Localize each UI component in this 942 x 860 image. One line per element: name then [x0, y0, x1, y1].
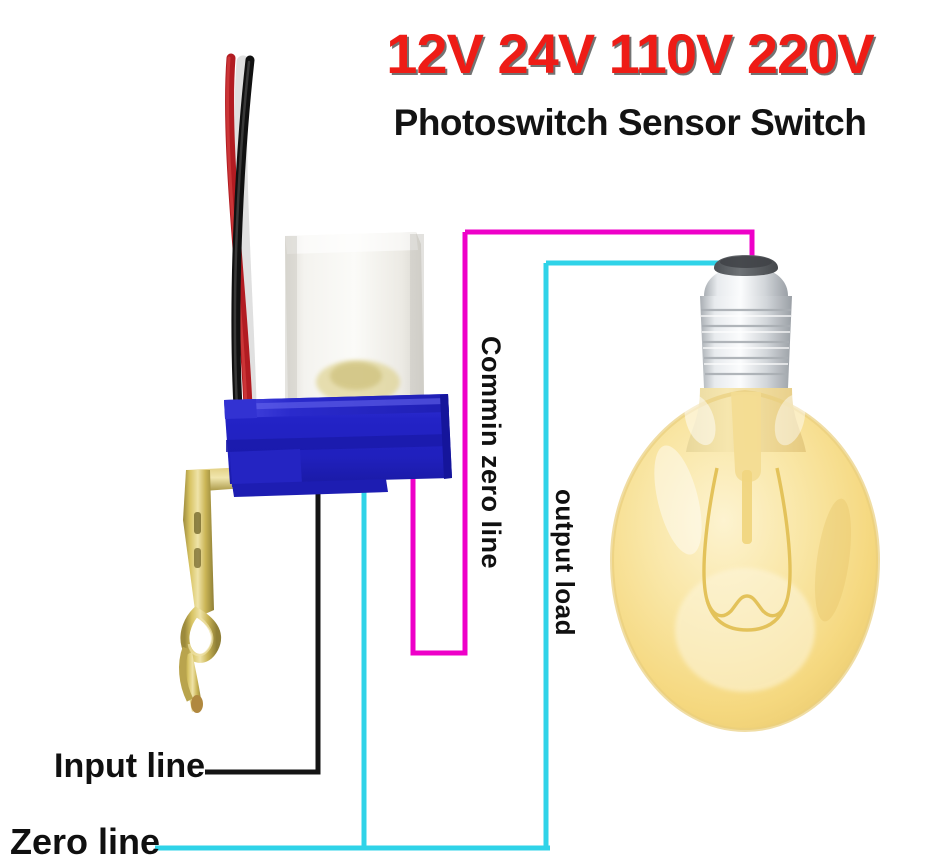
wire-label-commin-zero-line: Commin zero line: [476, 336, 506, 570]
wire-output-load: [155, 260, 745, 851]
wire-label-output-load: output load: [550, 489, 580, 637]
page-subtitle-product-name: Photoswitch Sensor Switch: [393, 102, 867, 143]
device-lead-wires: [225, 53, 257, 413]
wire-label-input-line: Input line: [54, 747, 206, 785]
wire-label-zero-line: Zero line: [10, 821, 161, 860]
wire-commin-zero-line: [410, 229, 755, 656]
mounting-bracket: [179, 466, 272, 713]
page-title-voltage-ratings: 12V 24V 110V 220V: [386, 22, 874, 85]
wire-input-line: [205, 478, 321, 775]
photoswitch-device: [224, 232, 452, 497]
light-bulb: [609, 255, 881, 733]
